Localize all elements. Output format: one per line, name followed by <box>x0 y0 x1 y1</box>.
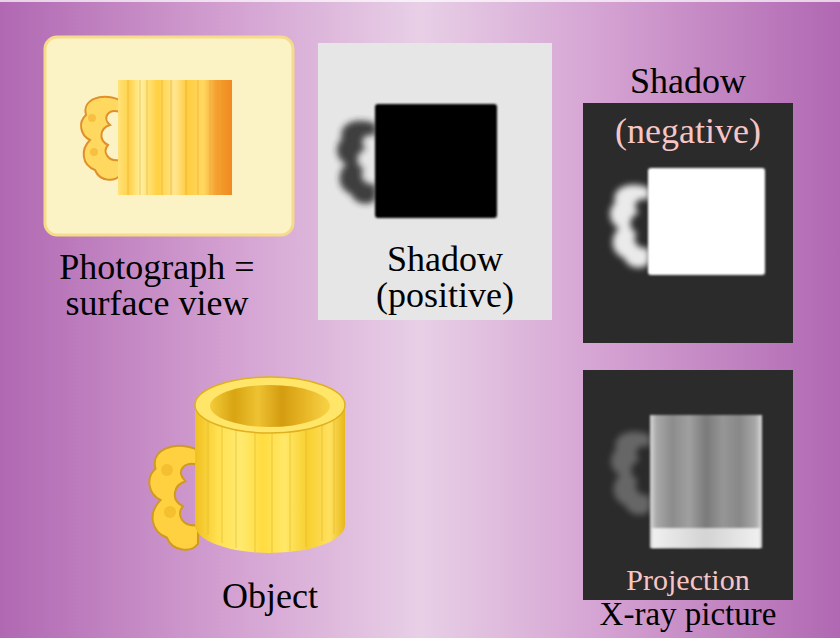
panel-caption: Photograph = surface view <box>42 249 272 321</box>
top-rule <box>0 0 840 2</box>
handle-bump <box>90 148 98 156</box>
mug-rim <box>195 377 345 433</box>
shadow-positive-panel: Shadow (positive) <box>318 43 552 320</box>
shadow-negative-panel: Shadow(negative) <box>583 103 793 343</box>
shadow-positive-fill <box>318 43 552 320</box>
panel-caption: Shadow <box>583 63 793 99</box>
panel-caption: (negative) <box>583 113 793 149</box>
mug-shadow-negative <box>610 168 765 275</box>
handle-shadow <box>337 121 376 204</box>
panel-caption: X-ray picture <box>583 598 793 631</box>
handle-bump <box>161 464 173 476</box>
panel-caption: Object <box>170 578 370 614</box>
handle-negative <box>610 185 649 268</box>
handle-xray <box>611 432 650 515</box>
photo-panel-fill <box>45 37 293 235</box>
mug-xray <box>611 415 762 548</box>
handle-bump <box>164 506 176 518</box>
base-xray <box>652 528 760 548</box>
mug-shadow-positive <box>337 104 497 218</box>
panel-caption: Shadow (positive) <box>345 241 545 313</box>
handle-bump <box>88 114 96 122</box>
body-shadow <box>375 104 497 218</box>
body-xray <box>650 415 762 548</box>
mug-handle <box>149 446 198 550</box>
body-negative <box>648 168 765 275</box>
photo-panel: Photograph = surface view <box>45 37 293 235</box>
mug-handle <box>81 97 120 180</box>
mug-opening <box>210 385 330 427</box>
mug-side-view <box>81 80 232 195</box>
shadow-negative-fill <box>583 103 793 343</box>
mug-3d-object <box>149 377 345 553</box>
xray-panel: ProjectionX-ray picture <box>583 370 793 600</box>
mug-stripes <box>128 80 220 195</box>
xray-panel-fill <box>583 370 793 600</box>
object-figure: Object <box>150 370 350 570</box>
mug-body <box>118 80 232 195</box>
panel-caption: Projection <box>583 565 793 595</box>
